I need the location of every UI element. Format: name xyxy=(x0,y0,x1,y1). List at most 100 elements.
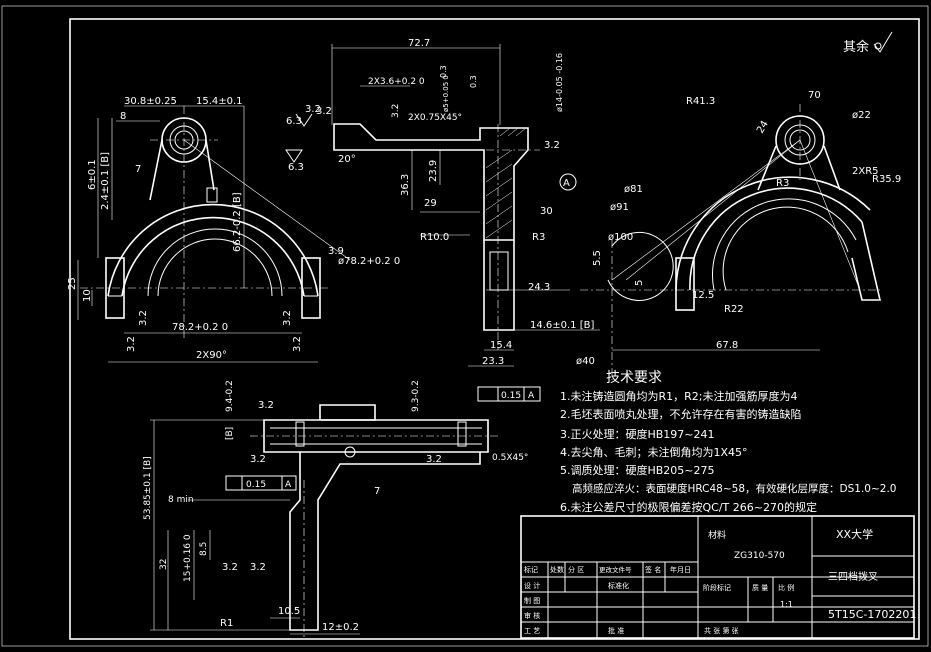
row-draw: 制 图 xyxy=(524,596,540,605)
dim-12: 12±0.2 xyxy=(322,622,359,633)
std-label: 标准化 xyxy=(608,581,629,590)
dim-9-4: 9.4-0.2 xyxy=(225,380,235,412)
dim-dia-91: ø91 xyxy=(610,202,629,213)
dim-r10: R10.0 xyxy=(420,232,449,243)
row-check: 审 核 xyxy=(524,611,540,620)
dim-r1: R1 xyxy=(220,618,233,629)
hdr-5: 签 名 xyxy=(645,565,661,574)
tolerance-frame-1: 0.15 A xyxy=(477,386,541,402)
tech-item-7: 6.未注公差尺寸的极限偏差按QC/T 266~270的规定 xyxy=(560,500,817,514)
dim-12-5: 12.5 xyxy=(692,290,714,301)
dim-24: 24 xyxy=(755,119,771,136)
dim-dia-78-2: ø78.2+0.2 0 xyxy=(338,256,400,267)
part-name: 三四档拨叉 xyxy=(828,570,878,583)
dim-32: 32 xyxy=(159,559,169,570)
title-block: 材料 ZG310-570 XX大学 三四档拨叉 5T15C-1702201 标记… xyxy=(520,515,916,639)
tech-item-1: 1.未注铸造圆角均为R1，R2;未注加强筋厚度为4 xyxy=(560,389,797,403)
row-process: 工 艺 xyxy=(524,627,540,635)
tech-item-5: 5.调质处理：硬度HB205~275 xyxy=(560,463,715,477)
tech-title: 技术要求 xyxy=(606,370,662,386)
fork-section-view: 72.7 2X3.6+0.2 0 0.3 3.2 ø5+0.05 0 0.3 ø… xyxy=(285,38,600,367)
dim-3-2-c: 3.2 xyxy=(126,336,137,352)
dim-72-7: 72.7 xyxy=(408,38,430,49)
tolerance-frame-2: 0.15 A xyxy=(225,475,297,491)
dim-r35-9: R35.9 xyxy=(872,174,901,185)
dim-5-5: 5.5 xyxy=(592,250,603,266)
datum-a: A xyxy=(563,178,570,189)
dim-14-6: 14.6±0.1 [B] xyxy=(530,320,594,331)
dim-7b: 7 xyxy=(374,486,380,497)
dim-chamfer: 2X0.75X45° xyxy=(408,113,462,123)
dim-30-8: 30.8±0.25 xyxy=(124,96,177,107)
fork-right-view: R41.3 70 24 ø22 2XR5 R35.9 R3 ø81 ø91 ø1… xyxy=(576,90,901,380)
fork-front-view: 30.8±0.25 15.4±0.1 8 6±0.1 2.4±0.1 [B] 7… xyxy=(67,96,400,363)
dim-2xr5: 2XR5 xyxy=(852,166,879,177)
hdr-3: 分 区 xyxy=(568,565,584,574)
dim-15-4: 15.4±0.1 xyxy=(196,96,243,107)
section-hatch xyxy=(485,127,527,239)
dim-dia-14: ø14-0.05 -0.16 xyxy=(555,53,564,112)
dim-3-9: 3.9 xyxy=(328,246,344,257)
dim-30: 30 xyxy=(540,206,553,217)
material-label: 材料 xyxy=(708,529,726,541)
dim-23-3: 23.3 xyxy=(482,356,504,367)
dim-r41-3: R41.3 xyxy=(686,96,715,107)
tech-item-2: 2.毛坯表面喷丸处理，不允许存在有害的铸造缺陷 xyxy=(560,407,802,421)
dim-67-8: 67.8 xyxy=(716,340,738,351)
tech-item-4: 4.去尖角、毛刺；未注倒角均为1X45° xyxy=(560,445,748,459)
hdr-4: 更改文件号 xyxy=(599,565,632,574)
tol-datum-1: A xyxy=(528,391,535,401)
org-name: XX大学 xyxy=(836,527,873,541)
dim-36-3: 36.3 xyxy=(400,174,411,196)
dim-5: 5 xyxy=(634,280,645,286)
dim-3-2-s2: 3.2 xyxy=(316,106,332,117)
dim-10: 10 xyxy=(82,289,93,302)
dim-3-2-b3: 3.2 xyxy=(426,454,442,465)
dim-3-2-b1: 3.2 xyxy=(258,400,274,411)
tech-requirements: 技术要求 1.未注铸造圆角均为R1，R2;未注加强筋厚度为4 2.毛坯表面喷丸处… xyxy=(560,370,896,514)
stage-label: 阶段标记 xyxy=(703,583,731,592)
material-value: ZG310-570 xyxy=(734,551,785,561)
fork-bottom-view: 9.4-0.2 3.2 9.3-0.2 0.15 A [B] 3.2 3.2 5… xyxy=(143,380,541,640)
dim-8: 8 xyxy=(120,111,126,122)
dim-r3b: R3 xyxy=(776,178,789,189)
tol-value-2: 0.15 xyxy=(246,480,266,490)
dim-3-2-e: 3.2 xyxy=(305,104,321,115)
datum-b: [B] xyxy=(225,427,235,440)
tol-datum-2: A xyxy=(285,480,292,490)
dim-6-3-b: 6.3 xyxy=(288,162,304,173)
dim-9-3: 9.3-0.2 xyxy=(411,380,421,412)
dim-dia-5: ø5+0.05 0 xyxy=(442,75,450,112)
dim-15-4b: 15.4 xyxy=(490,340,512,351)
dim-8-min: 8 min xyxy=(168,495,194,505)
approve-label: 批 准 xyxy=(608,626,624,635)
dim-3-2-b4: 3.2 xyxy=(222,562,238,573)
dim-3-2-b: 3.2 xyxy=(282,310,293,326)
dim-20deg: 20° xyxy=(338,154,356,165)
dim-23-9: 23.9 xyxy=(428,160,439,182)
drawing-number: 5T15C-1702201 xyxy=(828,608,916,621)
dim-2x3-6: 2X3.6+0.2 0 xyxy=(368,77,425,87)
dim-chamfer-b: 0.5X45° xyxy=(492,453,528,463)
dim-70: 70 xyxy=(808,90,821,101)
sheet-label: 共 张 第 张 xyxy=(704,626,739,635)
dim-66-2: 66.2-0.2 [B] xyxy=(232,192,243,252)
tol-value-1: 0.15 xyxy=(501,391,521,401)
dim-3-2-b5: 3.2 xyxy=(250,562,266,573)
dim-0-3-a: 0.3 xyxy=(439,65,448,78)
dim-dia-22: ø22 xyxy=(852,110,871,121)
dim-dia-40: ø40 xyxy=(576,356,595,367)
dim-r22: R22 xyxy=(724,304,744,315)
inner-frame xyxy=(69,18,920,640)
dim-8-5: 8.5 xyxy=(199,542,209,556)
dim-dia-100: ø100 xyxy=(608,232,633,243)
outer-frame xyxy=(1,5,929,647)
dim-3-2-s3: 3.2 xyxy=(544,140,560,151)
dim-2x90: 2X90° xyxy=(196,350,227,361)
dim-0-3-b: 0.3 xyxy=(469,75,478,88)
dim-78-2: 78.2+0.2 0 xyxy=(172,322,228,333)
weight-label: 质 量 xyxy=(752,583,768,592)
dim-10-5: 10.5 xyxy=(278,606,300,617)
hdr-2: 处数 xyxy=(550,565,564,574)
